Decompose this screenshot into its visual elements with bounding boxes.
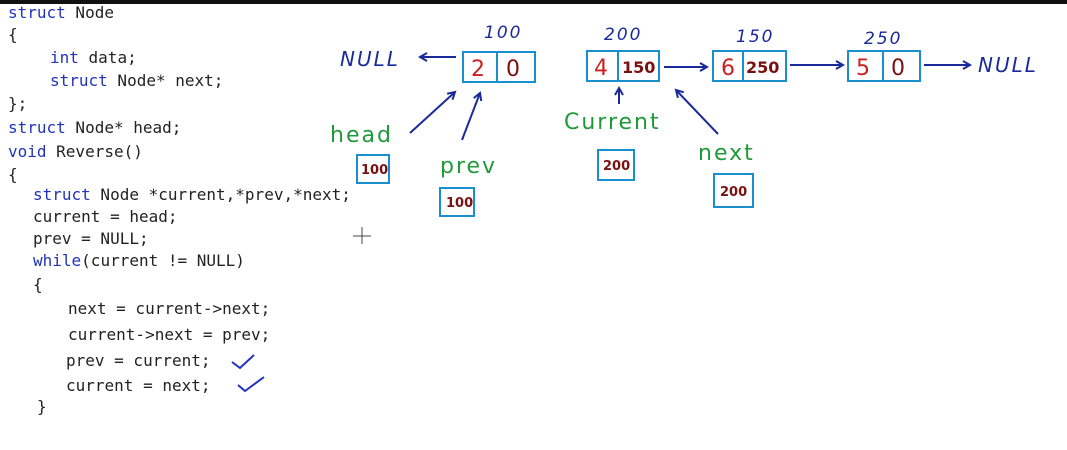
code-keyword: void <box>8 142 47 161</box>
node-3-address: 150 <box>736 27 774 47</box>
node-3-data: 6 <box>721 56 735 81</box>
node-3-next: 250 <box>746 58 779 77</box>
code-text: (current != NULL) <box>81 251 245 270</box>
next-label: next <box>698 141 755 166</box>
node-1-data: 2 <box>471 57 485 82</box>
code-line: while(current != NULL) <box>33 252 245 270</box>
head-value-box: 100 <box>356 154 390 184</box>
code-line: { <box>8 166 18 184</box>
code-text: prev = current; <box>66 351 211 370</box>
current-value: 200 <box>603 159 630 174</box>
code-line: prev = NULL; <box>33 230 149 248</box>
code-line: int data; <box>50 49 137 67</box>
arrow-prev-pointer <box>461 93 480 141</box>
code-text: Node <box>65 3 114 22</box>
code-line: { <box>8 26 18 44</box>
checkmark-icon <box>237 376 265 393</box>
node-4-data: 5 <box>856 56 870 81</box>
node-2-address: 200 <box>604 25 642 45</box>
prev-label: prev <box>440 154 497 179</box>
node-4-address: 250 <box>864 29 902 49</box>
code-text: { <box>33 275 43 294</box>
arrow-next-pointer <box>676 90 719 135</box>
node-3: 6 250 <box>712 50 787 82</box>
code-line: }; <box>8 95 27 113</box>
code-text: data; <box>78 48 137 67</box>
node-2: 4 150 <box>586 50 660 82</box>
code-line: current = next; <box>66 377 211 395</box>
code-text: prev = NULL; <box>33 229 149 248</box>
code-line: { <box>33 276 43 294</box>
code-line: next = current->next; <box>68 300 270 318</box>
code-text: next = current->next; <box>68 299 271 318</box>
node-4: 5 0 <box>847 50 921 82</box>
next-value-box: 200 <box>713 173 754 208</box>
node-4-next: 0 <box>891 56 905 81</box>
code-line: prev = current; <box>66 352 211 370</box>
code-text: }; <box>8 94 28 113</box>
null-right-label: NULL <box>978 53 1038 77</box>
code-line: current->next = prev; <box>68 326 270 344</box>
code-keyword: struct <box>8 118 66 137</box>
node-1: 2 0 <box>462 51 536 83</box>
node-1-next: 0 <box>506 57 520 82</box>
code-keyword: struct <box>8 3 66 22</box>
code-text: current = next; <box>66 376 211 395</box>
code-text: Node* next; <box>107 71 224 90</box>
code-line: } <box>37 398 47 416</box>
code-text: current = head; <box>33 207 178 226</box>
code-line: current = head; <box>33 208 178 226</box>
code-line: struct Node <box>8 4 114 22</box>
code-text: { <box>8 25 18 44</box>
node-1-address: 100 <box>484 23 522 43</box>
code-text: Reverse() <box>46 142 143 161</box>
current-value-box: 200 <box>597 149 635 181</box>
cursor-crosshair-icon <box>353 227 371 244</box>
head-label: head <box>330 123 393 148</box>
node-2-data: 4 <box>594 56 608 81</box>
code-line: struct Node* next; <box>50 72 223 90</box>
arrow-head-pointer <box>409 92 455 134</box>
code-line: struct Node *current,*prev,*next; <box>33 186 351 204</box>
prev-value: 100 <box>446 196 473 211</box>
code-text: Node* head; <box>65 118 182 137</box>
code-keyword: struct <box>33 185 91 204</box>
code-line: void Reverse() <box>8 143 143 161</box>
code-text: { <box>8 165 18 184</box>
checkmark-icon <box>231 354 255 370</box>
node-2-next: 150 <box>622 58 655 77</box>
code-line: struct Node* head; <box>8 119 181 137</box>
prev-value-box: 100 <box>439 187 475 217</box>
code-keyword: int <box>50 48 79 67</box>
code-keyword: while <box>33 251 82 270</box>
head-value: 100 <box>361 163 388 178</box>
next-value: 200 <box>720 185 747 200</box>
null-left-label: NULL <box>340 47 400 71</box>
current-label: Current <box>564 110 661 135</box>
code-keyword: struct <box>50 71 108 90</box>
code-text: current->next = prev; <box>68 325 271 344</box>
code-text: Node *current,*prev,*next; <box>90 185 351 204</box>
top-border <box>0 0 1067 4</box>
code-text: } <box>37 397 47 416</box>
